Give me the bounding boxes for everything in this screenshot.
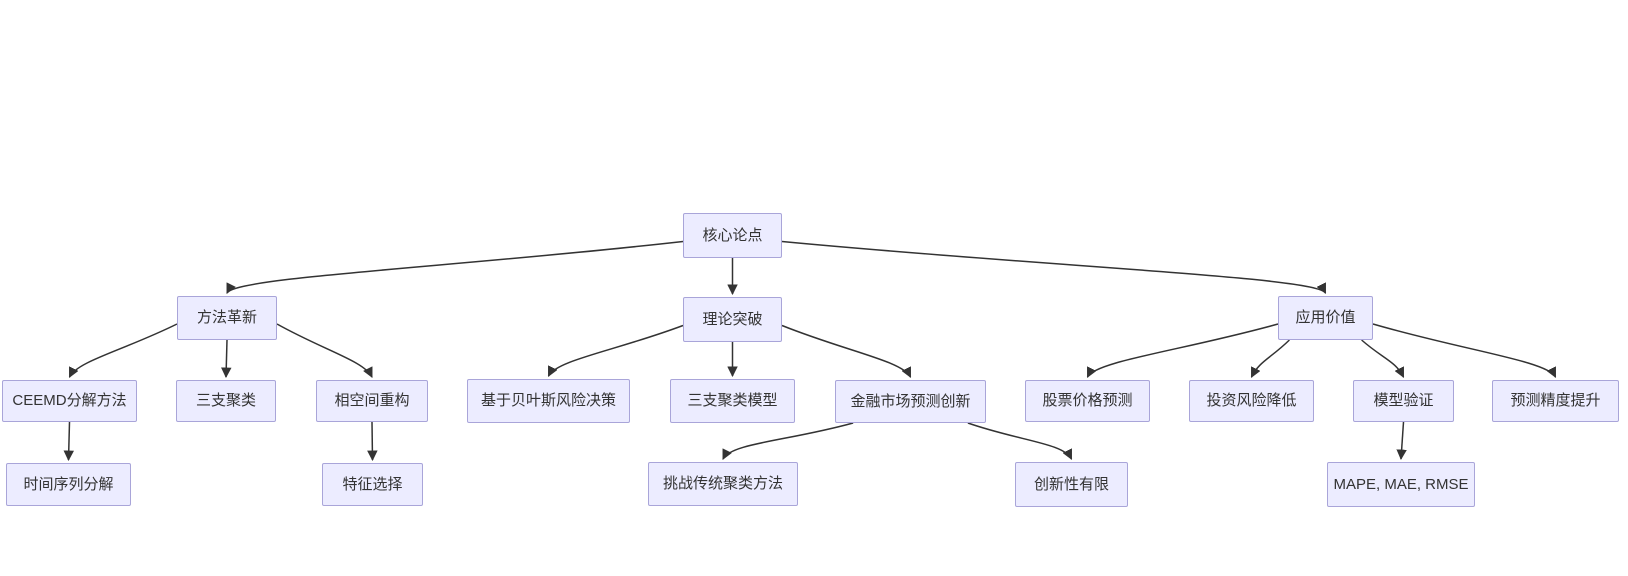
node-mape-mae-rmse: MAPE, MAE, RMSE [1327, 462, 1475, 507]
node-core-thesis: 核心论点 [683, 213, 782, 258]
edge-theory-breakthrough-to-financial-market-prediction-innovation [781, 324, 912, 378]
node-model-validation: 模型验证 [1353, 380, 1454, 422]
node-financial-market-prediction-innovation: 金融市场预测创新 [835, 380, 986, 423]
node-label: 时间序列分解 [23, 475, 114, 493]
node-label: 方法革新 [196, 309, 257, 326]
node-label: 创新性有限 [1033, 475, 1109, 493]
edge-method-innovation-to-ceemd-decomposition [68, 323, 178, 378]
edge-group [63, 240, 1557, 462]
edge-method-innovation-to-three-way-clustering [221, 339, 232, 379]
edge-phase-space-reconstruction-to-feature-selection [367, 421, 378, 462]
node-three-way-clustering: 三支聚类 [176, 380, 276, 422]
node-label: 模型验证 [1373, 392, 1434, 409]
edge-core-thesis-to-method-innovation [226, 240, 684, 294]
node-label: MAPE, MAE, RMSE [1333, 475, 1469, 493]
node-stock-price-prediction: 股票价格预测 [1025, 380, 1150, 422]
node-label: 特征选择 [342, 475, 403, 493]
node-label: 金融市场预测创新 [850, 392, 971, 410]
node-theory-breakthrough: 理论突破 [683, 297, 782, 342]
edge-ceemd-decomposition-to-time-series-decomposition [63, 421, 74, 462]
node-limited-novelty: 创新性有限 [1015, 462, 1128, 507]
edge-application-value-to-investment-risk-reduction [1250, 339, 1290, 378]
node-time-series-decomposition: 时间序列分解 [6, 463, 131, 506]
node-method-innovation: 方法革新 [177, 296, 277, 340]
node-ceemd-decomposition: CEEMD分解方法 [2, 380, 137, 422]
node-feature-selection: 特征选择 [322, 463, 423, 506]
edge-model-validation-to-mape-mae-rmse [1396, 421, 1407, 461]
node-prediction-accuracy-improvement: 预测精度提升 [1492, 380, 1619, 422]
node-application-value: 应用价值 [1278, 296, 1373, 340]
node-label: 股票价格预测 [1042, 392, 1133, 409]
node-label: 预测精度提升 [1510, 392, 1601, 409]
node-label: 三支聚类模型 [687, 392, 778, 409]
edge-application-value-to-model-validation [1361, 339, 1405, 378]
node-label: CEEMD分解方法 [12, 392, 127, 409]
edge-application-value-to-prediction-accuracy-improvement [1372, 323, 1557, 378]
node-phase-space-reconstruction: 相空间重构 [316, 380, 428, 422]
node-label: 核心论点 [702, 226, 763, 244]
edge-financial-market-prediction-innovation-to-limited-novelty [967, 422, 1073, 460]
node-challenge-traditional-clustering: 挑战传统聚类方法 [648, 462, 798, 506]
node-label: 相空间重构 [334, 392, 410, 409]
node-three-way-clustering-model: 三支聚类模型 [670, 379, 795, 423]
edge-application-value-to-stock-price-prediction [1086, 323, 1279, 378]
node-label: 投资风险降低 [1206, 392, 1297, 409]
node-label: 理论突破 [702, 310, 763, 328]
node-label: 基于贝叶斯风险决策 [480, 392, 616, 409]
node-label: 挑战传统聚类方法 [662, 475, 783, 492]
edge-method-innovation-to-phase-space-reconstruction [276, 323, 373, 378]
node-investment-risk-reduction: 投资风险降低 [1189, 380, 1314, 422]
edge-theory-breakthrough-to-bayesian-risk-decision [547, 324, 684, 377]
edge-core-thesis-to-application-value [781, 240, 1327, 294]
node-bayesian-risk-decision: 基于贝叶斯风险决策 [467, 379, 630, 423]
node-label: 应用价值 [1295, 309, 1356, 326]
edge-financial-market-prediction-innovation-to-challenge-traditional-clustering [722, 422, 854, 460]
node-label: 三支聚类 [195, 392, 256, 409]
